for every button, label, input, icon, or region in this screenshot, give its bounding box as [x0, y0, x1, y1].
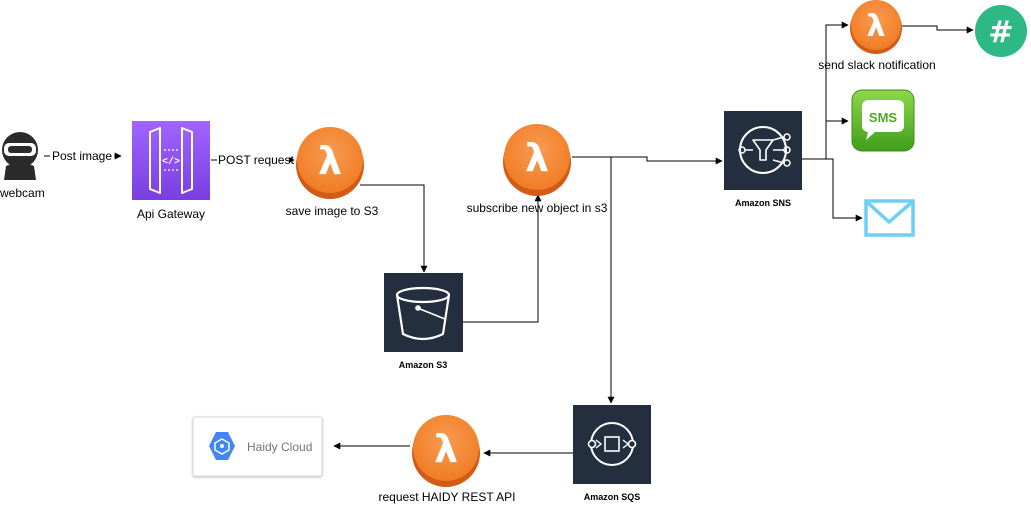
lambda-subscribe-label: subscribe new object in s3 [467, 201, 608, 215]
lambda-haidy-node: λ request HAIDY REST API [379, 415, 516, 504]
sqs-icon [573, 405, 651, 484]
api-gateway-node: </> Api Gateway [132, 121, 210, 221]
lambda-slack-node: λ send slack notification [818, 0, 936, 72]
svg-text:#: # [988, 15, 1013, 50]
edge-lambda-to-s3 [360, 184, 428, 273]
svg-text:λ: λ [867, 9, 886, 44]
webcam-icon [2, 132, 38, 180]
sqs-node: Amazon SQS [573, 405, 651, 502]
sns-label: Amazon SNS [735, 198, 791, 208]
lambda-icon: λ [296, 127, 364, 199]
edge-lambda-to-slack [902, 25, 974, 34]
edge-s3-to-lambda-subscribe [463, 194, 542, 323]
lambda-subscribe-node: λ subscribe new object in s3 [467, 124, 608, 215]
edges: Post image POST request [44, 21, 974, 457]
edge-label-post-image: Post image [52, 149, 112, 163]
edge-sns-to-email [802, 158, 863, 222]
slack-icon: # [975, 5, 1027, 57]
svg-text:λ: λ [318, 139, 342, 183]
svg-text:λ: λ [525, 136, 549, 180]
email-icon [864, 199, 915, 237]
edge-label-post-request: POST request [218, 153, 294, 167]
email-node [864, 199, 915, 237]
lambda-save-label: save image to S3 [286, 204, 379, 218]
lambda-icon: λ [412, 415, 480, 487]
lambda-icon: λ [850, 0, 902, 54]
sns-icon [724, 111, 802, 190]
api-gateway-label: Api Gateway [137, 207, 205, 221]
webcam-node: webcam [0, 132, 45, 200]
webcam-label: webcam [0, 186, 45, 200]
sms-node: SMS [851, 89, 915, 152]
haidy-cloud-card [192, 416, 323, 477]
gcp-hexagon-icon [209, 432, 235, 460]
edge-lambda-to-sns [572, 156, 723, 165]
lambda-slack-label: send slack notification [818, 58, 935, 72]
edge-label-bg [217, 152, 289, 167]
lambda-save-node: λ save image to S3 [286, 127, 379, 218]
lambda-haidy-label: request HAIDY REST API [379, 490, 516, 504]
haidy-cloud-label: Haidy Cloud [247, 440, 312, 454]
sms-icon: SMS [851, 89, 915, 152]
api-gateway-icon: </> [132, 121, 210, 200]
haidy-cloud-node: Haidy Cloud [192, 416, 323, 477]
s3-node: Amazon S3 [384, 273, 463, 370]
s3-label: Amazon S3 [399, 360, 448, 370]
slack-node: # [975, 5, 1027, 57]
lambda-icon: λ [503, 124, 571, 196]
edge-lambda-to-sqs [572, 156, 615, 404]
edge-sns-to-lambda-slack [802, 21, 849, 160]
edge-label-bg [50, 148, 114, 163]
s3-bucket-icon [384, 273, 463, 352]
svg-text:λ: λ [434, 427, 458, 471]
sqs-label: Amazon SQS [584, 492, 641, 502]
sms-text: SMS [869, 110, 898, 125]
sns-node: Amazon SNS [724, 111, 802, 208]
svg-text:</>: </> [162, 156, 180, 168]
